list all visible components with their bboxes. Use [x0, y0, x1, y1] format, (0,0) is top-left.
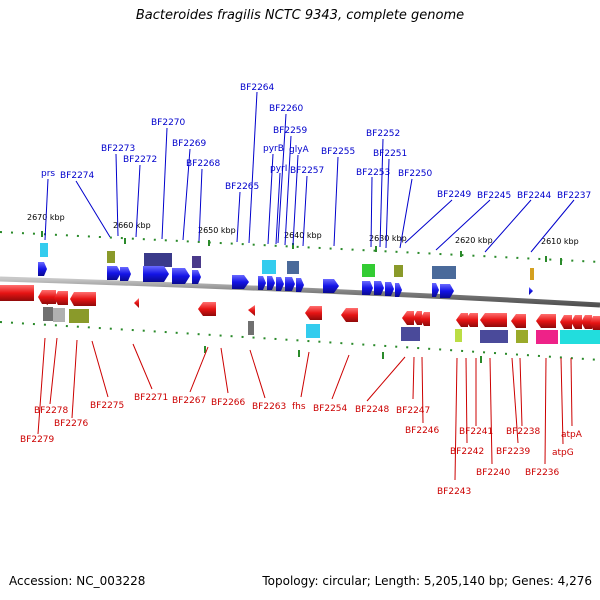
accession-text: Accession: NC_003228 [9, 574, 146, 588]
gene-label: BF2273 [101, 144, 135, 154]
gene-label: atpA [561, 430, 583, 440]
top-gene-labels: prs BF2274 BF2273 BF2272 BF2270 BF2269 B… [41, 83, 591, 201]
scale-tick-label: 2610 kbp [541, 237, 579, 246]
gene-label: BF2236 [525, 468, 560, 478]
gene-label: BF2255 [321, 147, 355, 157]
reverse-strand-genes [0, 285, 600, 330]
bottom-gene-labels: BF2279 BF2278 BF2276 BF2275 BF2271 BF226… [20, 393, 583, 497]
gene-label: BF2260 [269, 104, 304, 114]
gene-label: BF2252 [366, 129, 400, 139]
gene-label: BF2250 [398, 169, 433, 179]
major-ticks [41, 231, 562, 363]
gene-label: BF2259 [273, 126, 308, 136]
gene-label: BF2254 [313, 404, 348, 414]
gene-label: BF2265 [225, 182, 259, 192]
gene-label: prs [41, 169, 55, 179]
forward-strand-blocks [40, 243, 534, 280]
tick-track-lower [0, 321, 600, 361]
top-leader-lines [44, 91, 575, 253]
forward-strand-genes [38, 262, 533, 298]
gene-label: glyA [289, 145, 310, 155]
gene-label: BF2274 [60, 171, 95, 181]
gene-label: fhs [292, 402, 306, 412]
bottom-leader-lines [37, 337, 573, 481]
genome-summary-text: Topology: circular; Length: 5,205,140 bp… [262, 574, 592, 588]
gene-label: BF2248 [355, 405, 390, 415]
gene-label: BF2237 [557, 191, 591, 201]
gene-label: BF2238 [506, 427, 541, 437]
gene-label: BF2264 [240, 83, 275, 93]
map-title: Bacteroides fragilis NCTC 9343, complete… [135, 8, 465, 23]
scale-tick-label: 2650 kbp [198, 226, 236, 235]
gene-label: BF2242 [450, 447, 484, 457]
gene-label: BF2241 [459, 427, 493, 437]
gene-label: BF2251 [373, 149, 407, 159]
gene-label: BF2247 [396, 406, 430, 416]
gene-label: BF2268 [186, 159, 221, 169]
gene-label: BF2269 [172, 139, 207, 149]
gene-label: BF2240 [476, 468, 511, 478]
gene-label: BF2257 [290, 166, 324, 176]
gene-label: BF2279 [20, 435, 55, 445]
gene-label: BF2275 [90, 401, 124, 411]
gene-label: BF2263 [252, 402, 286, 412]
gene-label: pyrB [263, 144, 284, 154]
reverse-strand-blocks [43, 307, 600, 344]
gene-label: BF2276 [54, 419, 89, 429]
gene-label: BF2243 [437, 487, 471, 497]
scale-tick-label: 2660 kbp [113, 221, 151, 230]
gene-label: BF2272 [123, 155, 157, 165]
gene-label: BF2244 [517, 191, 552, 201]
gene-label: BF2270 [151, 118, 186, 128]
gene-label: BF2253 [356, 168, 390, 178]
scale-tick-label: 2640 kbp [284, 231, 322, 240]
gene-label: BF2249 [437, 190, 472, 200]
gene-label: pyrI [270, 164, 287, 174]
gene-label: BF2245 [477, 191, 511, 201]
gene-label: BF2278 [34, 406, 69, 416]
gene-label: BF2266 [211, 398, 246, 408]
gene-label: BF2239 [496, 447, 531, 457]
gene-label: BF2267 [172, 396, 206, 406]
gene-label: BF2271 [134, 393, 168, 403]
scale-tick-label: 2620 kbp [455, 236, 493, 245]
scale-tick-label: 2630 kbp [369, 234, 407, 243]
gene-label: atpG [552, 448, 574, 458]
gene-label: BF2246 [405, 426, 440, 436]
